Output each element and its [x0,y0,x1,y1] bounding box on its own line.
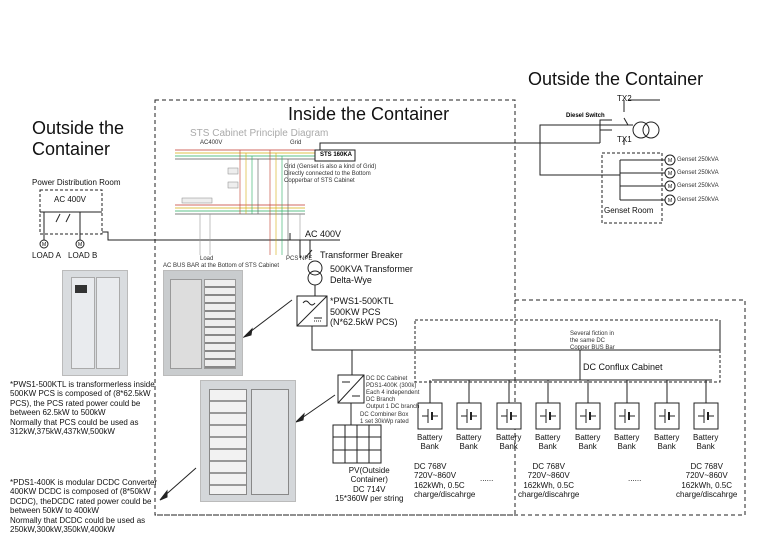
battery-bank-label: Battery Bank [693,433,719,452]
battery-bank-label: Battery Bank [496,433,522,452]
genset-3-label: Genset 250kVA [677,183,719,189]
sts-load: Load [200,256,214,262]
genset-1-icon [664,154,676,166]
genset-2-icon [664,167,676,179]
battery-bank-label: Battery Bank [417,433,443,452]
power-room-label: Power Distribution Room [32,178,121,187]
battery-bank-icon [496,402,522,430]
sts-grid: Grid [290,140,302,146]
battery-bank-row [417,380,719,430]
genset-4-label: Genset 250kVA [677,197,719,203]
grid-feed-line [319,124,575,150]
genset-room-box [601,152,663,224]
battery-bank-label: Battery Bank [614,433,640,452]
sts-breaker-label: STS 160KA [320,152,353,158]
load-a-motor-icon [39,239,49,249]
ellipsis-1: ...... [480,474,494,483]
genset-3-icon [664,180,676,192]
dcdc-cabinet-photo [200,380,296,502]
battery-bank-label: Battery Bank [575,433,601,452]
svg-text:M: M [42,242,46,248]
load-b-motor-icon [75,239,85,249]
svg-text:M: M [668,198,672,204]
genset-room-label: Genset Room [604,206,654,215]
title-outside-container-left: Outside the Container [32,118,125,160]
battery-bank-icon [456,402,482,430]
pds-note: *PDS1-400K is modular DCDC Converter 400… [10,478,158,535]
battery-bank-icon [575,402,601,430]
battery-bank-icon [654,402,680,430]
svg-text:M: M [668,171,672,177]
battery-bank-label: Battery Bank [535,433,561,452]
sts-breaker-box [314,149,356,162]
pcs-cabinet-photo [62,270,128,376]
ac-400v-label: AC 400V [305,229,342,239]
title-outside-container-right: Outside the Container [528,69,704,89]
battery-bank-label: Battery Bank [654,433,680,452]
transformer-tx-icon-a [632,121,650,139]
transformer-tx-icon-b [642,121,660,139]
pcs-dc-bus [311,326,720,351]
transformer-breaker-label: Transformer Breaker [320,250,403,260]
svg-text:M: M [668,184,672,190]
sts-npe: NPE [300,256,313,262]
outside-container-boundary-right [155,299,746,516]
title-inside-container: Inside the Container [288,104,450,124]
battery-spec-2: DC 768V 720V~860V 162kWh, 0.5C charge/di… [518,462,580,500]
sts-schematic [175,149,320,255]
load-b-label: LOAD B [68,251,98,260]
battery-bank-label: Battery Bank [456,433,482,452]
genset-1-label: Genset 250kVA [677,157,719,163]
conflux-label: DC Conflux Cabinet [583,362,663,372]
diesel-switch-label: Diesel Switch [566,113,605,119]
pcs-side-note: Several fiction in the same DC Copper BU… [570,331,615,352]
transformer-label: 500KVA Transformer Delta-Wye [330,264,413,285]
transformer-500kva-icon-b [307,270,323,286]
sts-cabinet-photo [163,270,243,376]
battery-bank-icon [535,402,561,430]
battery-bank-icon [693,402,719,430]
pv-label: PV(Outside Container) DC 714V 15*360W pe… [335,466,404,504]
ac-bus-caption: AC BUS BAR at the Bottom of STS Cabinet [163,263,280,269]
conflux-region [414,319,721,383]
tx2-label: TX2 [617,94,632,103]
pcs-label: *PWS1-500KTL 500KW PCS (N*62.5kW PCS) [330,296,398,328]
sts-title: STS Cabinet Principle Diagram [190,128,329,139]
power-room-feeder [102,231,291,241]
battery-bank-icon [417,402,443,430]
pv-array [332,424,382,464]
svg-text:M: M [78,242,82,248]
sts-ac400v: AC400V [200,140,223,146]
genset-2-label: Genset 250kVA [677,170,719,176]
sts-grid-note: Grid (Genset is also a kind of Grid) Dir… [284,164,377,185]
ellipsis-2: ...... [628,474,642,483]
sts-pcs: PCS [286,256,299,262]
power-room-ac400-label: AC 400V [54,195,87,204]
combiner-note: DC Combiner Box 1 set 30kWp rated [360,412,409,426]
svg-text:M: M [668,158,672,164]
battery-bank-icon [614,402,640,430]
transformer-500kva-icon-a [307,260,323,276]
battery-spec-1: DC 768V 720V~860V 162kWh, 0.5C charge/di… [414,462,476,500]
load-a-label: LOAD A [32,251,61,260]
genset-4-icon [664,194,676,206]
battery-spec-3: DC 768V 720V~860V 162kWh, 0.5C charge/di… [676,462,738,500]
dcdc-note: DC DC Cabinet PDS1-400K (300k) Each 4 in… [366,376,420,411]
pws-note: *PWS1-500KTL is transformerless inside 5… [10,380,155,437]
tx1-label: TX1 [617,135,632,144]
